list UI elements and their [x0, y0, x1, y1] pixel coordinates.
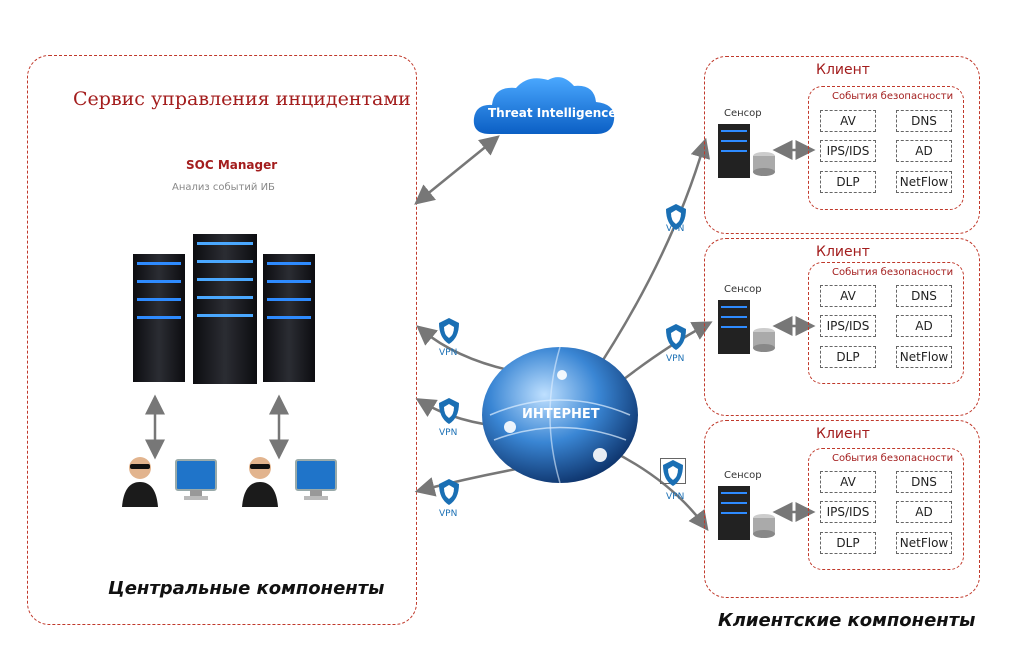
event-ad: AD	[896, 315, 952, 337]
cloud-label: Threat Intelligence	[488, 106, 617, 120]
client-title: Клиент	[816, 426, 870, 442]
security-events-title: События безопасности	[832, 91, 954, 102]
vpn-label: VPN	[666, 492, 685, 502]
vpn-label: VPN	[439, 509, 458, 519]
event-netflow: NetFlow	[896, 171, 952, 193]
threat-intelligence-cloud: Threat Intelligence	[470, 72, 620, 142]
security-events-box	[808, 448, 964, 570]
event-dlp: DLP	[820, 346, 876, 368]
central-footer: Центральные компоненты	[108, 578, 385, 599]
vpn-label: VPN	[439, 348, 458, 358]
internet-globe: ИНТЕРНЕТ	[480, 345, 640, 485]
event-netflow: NetFlow	[896, 532, 952, 554]
central-title: Сервис управления инцидентами	[73, 88, 411, 110]
event-av: AV	[820, 471, 876, 493]
vpn-shield-central-3: VPN	[437, 477, 461, 523]
event-dns: DNS	[896, 285, 952, 307]
cloud-icon	[473, 77, 615, 134]
vpn-shield-central-1: VPN	[437, 316, 461, 362]
globe-label: ИНТЕРНЕТ	[522, 407, 600, 422]
client-title: Клиент	[816, 244, 870, 260]
vpn-shield-client-1: VPN	[664, 202, 688, 248]
vpn-label: VPN	[666, 354, 685, 364]
event-av: AV	[820, 285, 876, 307]
security-events-box	[808, 262, 964, 384]
server-cluster	[125, 232, 325, 392]
event-ips-ids: IPS/IDS	[820, 140, 876, 162]
sensor-server-icon	[714, 122, 778, 182]
vpn-shield-central-2: VPN	[437, 396, 461, 442]
operator-workstation-left	[118, 452, 228, 507]
security-events-title: События безопасности	[832, 267, 954, 278]
client-box-3	[704, 420, 980, 598]
sensor-label: Сенсор	[724, 108, 762, 119]
event-av: AV	[820, 110, 876, 132]
client-box-2	[704, 238, 980, 416]
vpn-label: VPN	[439, 428, 458, 438]
security-events-box	[808, 86, 964, 210]
vpn-label: VPN	[666, 224, 685, 234]
event-ips-ids: IPS/IDS	[820, 501, 876, 523]
sensor-server-icon	[714, 298, 778, 358]
vpn-shield-client-2: VPN	[664, 322, 688, 368]
client-title: Клиент	[816, 62, 870, 78]
sensor-server-icon	[714, 484, 778, 544]
client-box-1	[704, 56, 980, 234]
event-dlp: DLP	[820, 532, 876, 554]
soc-manager-title: SOC Manager	[186, 158, 278, 172]
event-dns: DNS	[896, 110, 952, 132]
soc-manager-subtitle: Анализ событий ИБ	[172, 182, 275, 193]
event-dns: DNS	[896, 471, 952, 493]
event-netflow: NetFlow	[896, 346, 952, 368]
event-ad: AD	[896, 140, 952, 162]
sensor-label: Сенсор	[724, 284, 762, 295]
event-dlp: DLP	[820, 171, 876, 193]
clients-footer: Клиентские компоненты	[718, 610, 976, 631]
sensor-label: Сенсор	[724, 470, 762, 481]
security-events-title: События безопасности	[832, 453, 954, 464]
vpn-shield-client-3: VPN	[660, 458, 688, 504]
event-ips-ids: IPS/IDS	[820, 315, 876, 337]
operator-workstation-right	[238, 452, 348, 507]
event-ad: AD	[896, 501, 952, 523]
